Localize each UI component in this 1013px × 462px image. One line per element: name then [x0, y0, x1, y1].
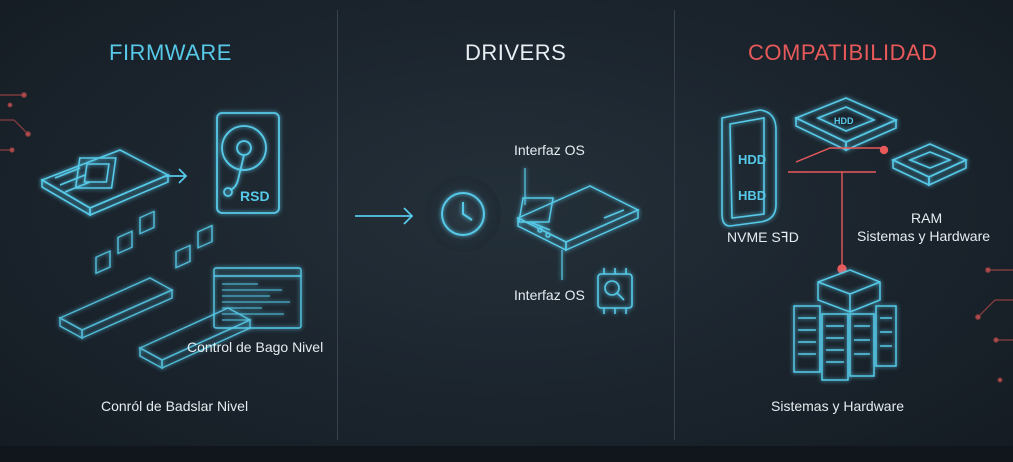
interface-os-top-label: Interfaz OS: [514, 142, 585, 158]
column-divider-left: [337, 10, 338, 440]
arrow-right-icon: [165, 168, 188, 184]
hdd-text-top: HDD: [738, 152, 766, 167]
ram-label: RAM: [911, 210, 943, 226]
disk-label: RSD: [240, 188, 270, 204]
memory-module-icon: [58, 210, 252, 370]
hdd-text-bottom: HBD: [738, 188, 766, 203]
cpu-chip-text: HDD: [834, 116, 854, 126]
motherboard-icon: [40, 149, 170, 217]
compatibility-title: COMPATIBILIDAD: [748, 40, 938, 65]
interface-os-bottom-label: Interfaz OS: [514, 287, 585, 303]
bottom-edge: [0, 446, 1013, 462]
circuit-traces-right: [975, 267, 1013, 383]
circuit-traces-left: [0, 92, 31, 153]
firmware-bottom-label: Conról de Badslar Nivel: [101, 398, 249, 414]
driver-board-icon: [516, 168, 640, 280]
hdd-drive-icon: [721, 109, 777, 227]
code-window-icon: [213, 267, 302, 329]
ram-sub-label: Sistemas y Hardware: [857, 228, 991, 244]
nvme-label: NVME SꟻD: [727, 229, 799, 245]
connection-lines: [788, 145, 889, 274]
firmware-code-label: Control de Bago Nivel: [187, 339, 324, 355]
compatibility-bottom-label: Sistemas y Hardware: [771, 398, 905, 414]
server-rack-icon: [793, 269, 897, 381]
clock-icon: [425, 176, 501, 252]
drivers-title: DRIVERS: [465, 40, 567, 65]
hard-disk-icon: [216, 112, 280, 214]
firmware-title: FIRMWARE: [109, 40, 232, 65]
column-divider-right: [674, 10, 675, 440]
ram-chip-icon: [891, 143, 968, 187]
arrow-right-icon: [355, 207, 414, 225]
search-chip-icon: [597, 268, 633, 314]
